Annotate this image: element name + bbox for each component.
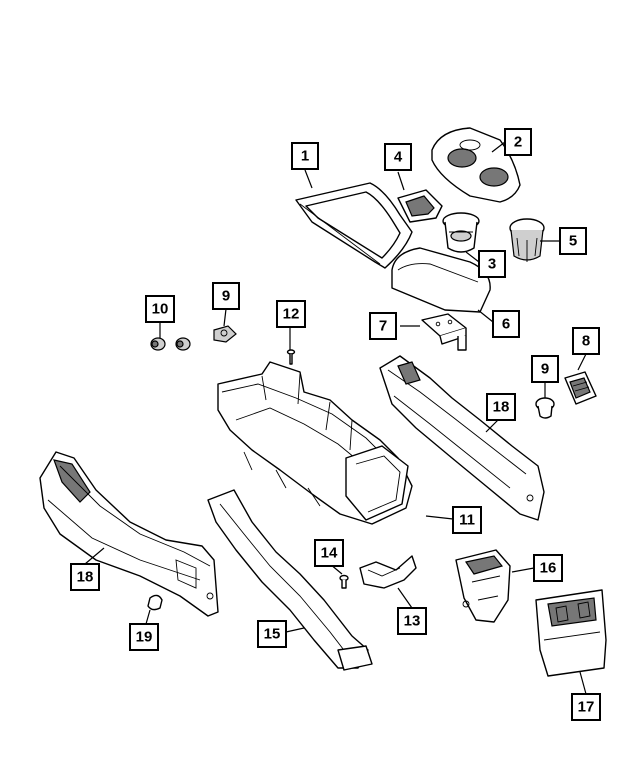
- callout-4: 4: [384, 143, 412, 171]
- part-10-outlets: [150, 337, 191, 351]
- svg-text:17: 17: [578, 699, 595, 716]
- svg-text:10: 10: [152, 301, 169, 318]
- svg-text:12: 12: [283, 306, 300, 323]
- svg-text:3: 3: [488, 256, 496, 273]
- callout-11: 11: [452, 506, 482, 534]
- callout-2: 2: [504, 128, 532, 156]
- svg-text:16: 16: [540, 560, 557, 577]
- svg-text:18: 18: [77, 569, 94, 586]
- callout-10: 10: [145, 295, 175, 323]
- part-6-armrest-lid: [391, 247, 491, 313]
- callout-19: 19: [129, 623, 159, 651]
- part-3-cup-holder: [442, 212, 480, 253]
- svg-text:4: 4: [394, 149, 403, 166]
- leader-lines: [84, 141, 587, 695]
- callout-9-right: 9: [531, 355, 559, 383]
- svg-text:6: 6: [502, 316, 510, 333]
- svg-text:5: 5: [569, 233, 577, 250]
- callout-7: 7: [369, 312, 397, 340]
- svg-text:18: 18: [493, 399, 510, 416]
- part-18-trim-right: [379, 355, 545, 521]
- part-18-trim-left: [39, 451, 219, 617]
- part-8-switch: [564, 371, 597, 405]
- callout-14: 14: [314, 539, 344, 567]
- callout-13: 13: [397, 607, 427, 635]
- callout-16: 16: [533, 554, 563, 582]
- svg-text:7: 7: [379, 318, 387, 335]
- part-7-bracket: [421, 313, 467, 351]
- svg-text:9: 9: [222, 288, 230, 305]
- part-15-air-duct: [207, 489, 373, 671]
- part-13-bracket: [359, 555, 417, 589]
- callout-17: 17: [571, 693, 601, 721]
- part-17-vent-bezel: [535, 589, 607, 677]
- svg-text:13: 13: [404, 613, 421, 630]
- callout-12: 12: [276, 300, 306, 328]
- part-11-console-frame: [217, 361, 413, 525]
- part-1-bezel: [295, 182, 413, 269]
- part-14-clip: [339, 574, 349, 589]
- svg-text:8: 8: [582, 333, 590, 350]
- svg-text:11: 11: [459, 512, 475, 529]
- callout-18-left: 18: [70, 563, 100, 591]
- part-9-plug-right: [535, 397, 555, 419]
- callout-3: 3: [478, 250, 506, 278]
- part-4-small-bezel: [397, 189, 443, 223]
- part-9-connector-left: [213, 325, 237, 343]
- part-12-screw: [286, 349, 296, 365]
- part-16-vent-housing: [455, 549, 511, 623]
- svg-text:15: 15: [264, 626, 281, 643]
- svg-text:19: 19: [136, 629, 153, 646]
- callout-8: 8: [572, 327, 600, 355]
- callout-6: 6: [492, 310, 520, 338]
- svg-text:1: 1: [301, 148, 309, 165]
- callout-9-left: 9: [212, 282, 240, 310]
- svg-text:9: 9: [541, 361, 549, 378]
- svg-text:14: 14: [321, 545, 338, 562]
- callout-1: 1: [291, 142, 319, 170]
- callout-5: 5: [559, 227, 587, 255]
- callout-15: 15: [257, 620, 287, 648]
- part-2-cupholder-bezel: [431, 127, 521, 203]
- part-19-cap: [147, 594, 163, 611]
- svg-text:2: 2: [514, 134, 522, 151]
- callout-18-right: 18: [486, 393, 516, 421]
- part-5-cup-holder: [509, 218, 545, 262]
